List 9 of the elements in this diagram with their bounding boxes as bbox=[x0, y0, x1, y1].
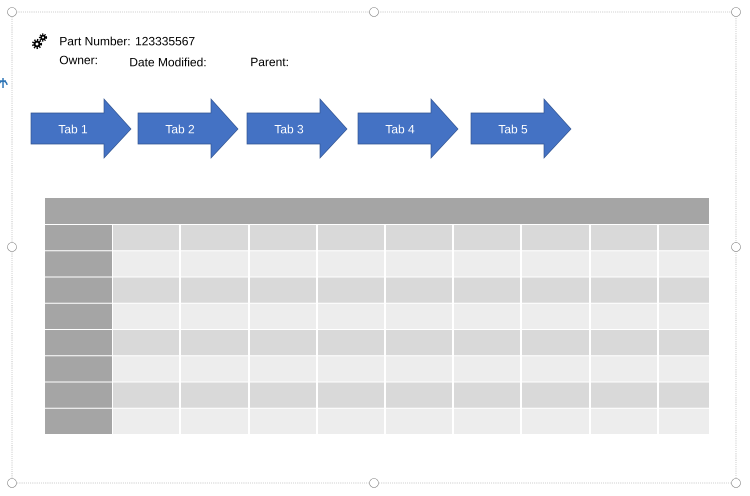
field-label: Owner: bbox=[60, 56, 97, 64]
process-step: Tab 3 bbox=[246, 98, 348, 159]
field-label: Parent: bbox=[251, 58, 288, 66]
field-label: Part Number: 123335567 bbox=[60, 36, 194, 46]
process-step: Tab 4 bbox=[358, 98, 458, 159]
process-step: Tab 1 bbox=[30, 98, 132, 159]
process-step: Tab 5 bbox=[470, 98, 572, 159]
process-step: Tab 2 bbox=[138, 98, 238, 159]
field-label: Date Modified: bbox=[130, 58, 206, 66]
